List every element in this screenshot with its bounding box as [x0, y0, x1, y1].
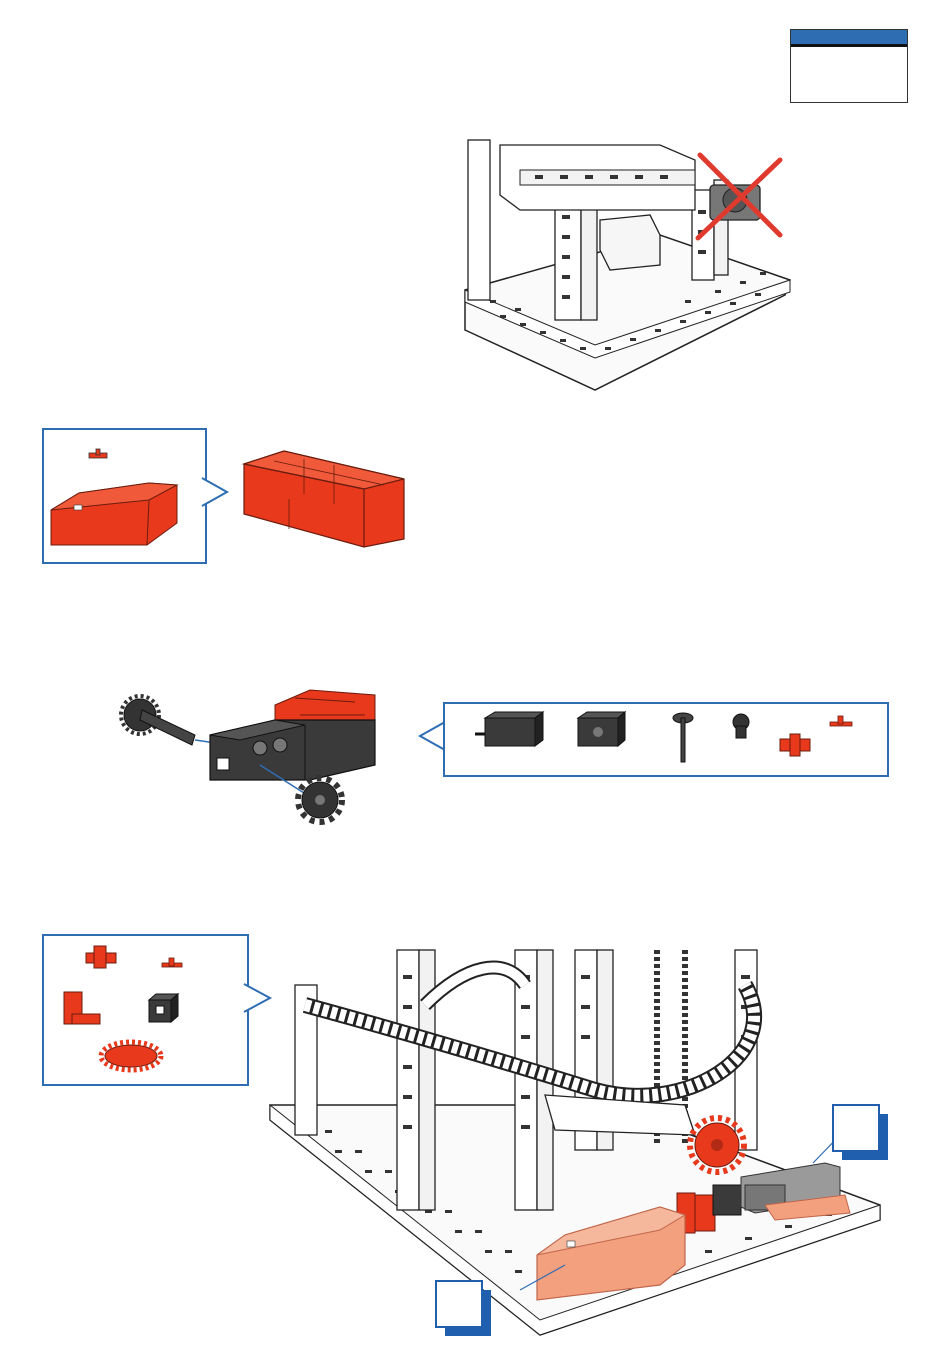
- parts-callout-1: [42, 428, 207, 564]
- step-box-upper: [832, 1104, 880, 1152]
- illustration-final-model: [265, 945, 885, 1340]
- parts-callout-3: [42, 934, 249, 1086]
- pin-icon-3: [162, 958, 182, 967]
- header-box-label: [791, 47, 907, 55]
- cube-icon: [149, 994, 178, 1022]
- header-box: [790, 29, 908, 103]
- axle-icon: [673, 713, 693, 762]
- motor-housing-part: [49, 445, 199, 555]
- pin-icon-2: [830, 716, 852, 726]
- illustration-remove-motor: [460, 140, 790, 395]
- angle-block-icon: [64, 992, 100, 1024]
- gear-small-icon-2: [298, 778, 342, 822]
- gearbox-icon: [578, 712, 625, 746]
- connector-icon-2: [86, 946, 116, 968]
- gearbox-assembly: [120, 680, 390, 830]
- step-box-lower: [435, 1280, 483, 1328]
- header-box-bar: [791, 30, 907, 47]
- parts-row: [445, 704, 887, 775]
- gear-large-icon: [101, 1042, 161, 1070]
- motor-icon: [475, 712, 543, 746]
- parts-callout-2: [443, 702, 889, 777]
- parts-group: [44, 936, 247, 1084]
- callout-pointer-1: [202, 478, 232, 508]
- red-housing-box: [244, 449, 409, 549]
- connector-icon: [780, 734, 810, 756]
- gear-icon: [733, 714, 749, 738]
